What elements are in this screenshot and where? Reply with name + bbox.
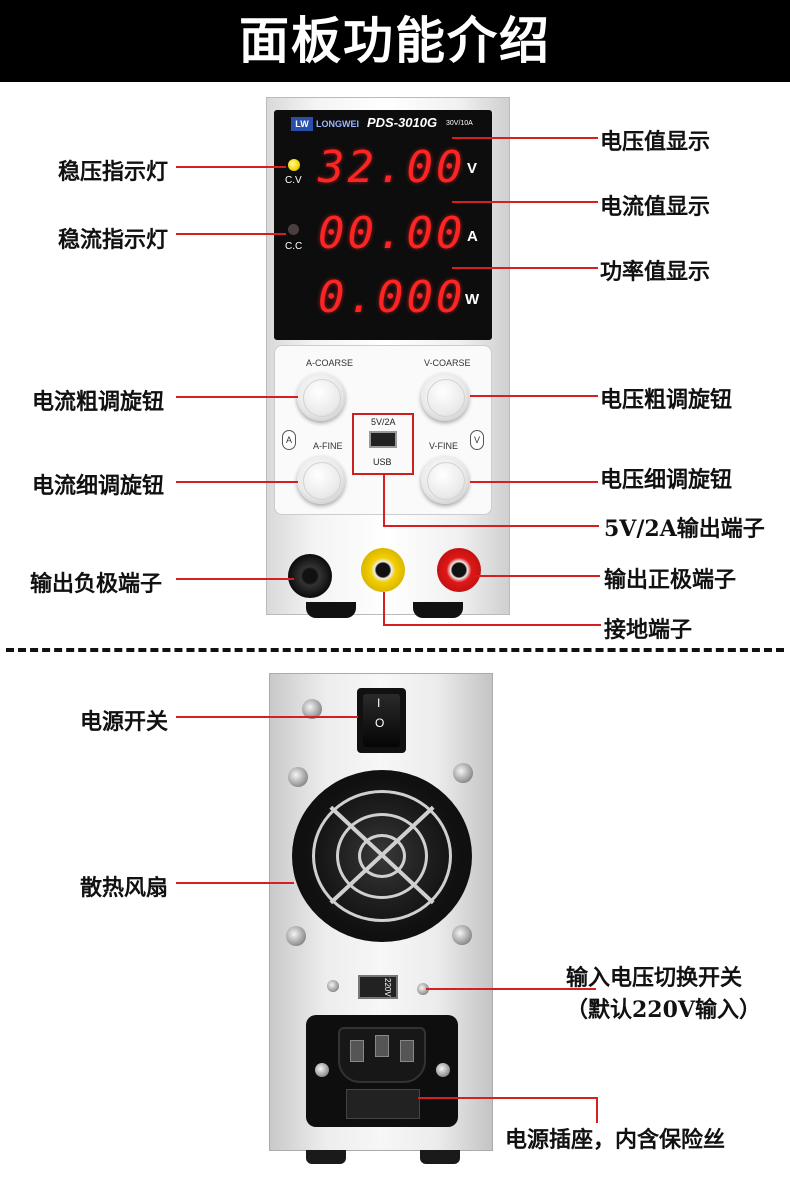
callout-ground-terminal: 接地端子 — [604, 617, 693, 643]
v-fine-label: V-FINE — [429, 441, 459, 451]
current-unit: A — [467, 228, 478, 245]
callout-current-display: 电流值显示 — [600, 194, 711, 220]
socket-screw-right — [436, 1063, 450, 1077]
display-panel — [274, 110, 492, 340]
voltage-selector-label: 220V — [383, 978, 392, 997]
voltage-fine-knob[interactable] — [421, 456, 469, 504]
current-readout: 00.00 — [318, 208, 466, 259]
power-readout: 0.000 — [318, 272, 466, 323]
callout-cc-indicator: 稳流指示灯 — [58, 227, 169, 253]
leader-current-coarse — [176, 396, 298, 398]
inlet-pin-center — [375, 1035, 389, 1057]
leader-cv — [176, 166, 286, 168]
fan-guard-ring-outer — [312, 790, 452, 922]
inlet-pin-right — [400, 1040, 414, 1062]
callout-negative-terminal: 输出负极端子 — [30, 571, 163, 597]
cc-label: C.C — [285, 241, 303, 252]
fan-screw-br — [452, 925, 472, 945]
voltage-coarse-knob[interactable] — [421, 373, 469, 421]
voltage-unit: V — [467, 160, 478, 177]
inlet-pin-left — [350, 1040, 364, 1062]
fan-guard-ring-middle — [336, 813, 428, 899]
negative-terminal[interactable] — [288, 554, 332, 598]
leader-voltage-fine — [470, 481, 598, 483]
brand-logo: LW — [291, 117, 313, 131]
leader-usb-horizontal — [383, 525, 599, 527]
screw-top-left — [302, 699, 322, 719]
callout-cv-indicator: 稳压指示灯 — [58, 159, 169, 185]
section-divider — [6, 648, 784, 652]
model-number: PDS-3010G — [367, 115, 438, 130]
ground-terminal[interactable] — [361, 548, 405, 592]
leader-usb-vertical — [383, 475, 385, 527]
fan-guard-ring-inner — [358, 834, 406, 878]
usb-label: USB — [373, 457, 392, 467]
leader-socket-vertical — [596, 1097, 598, 1123]
leader-current-display — [452, 201, 598, 203]
fan-screw-tl — [288, 767, 308, 787]
leader-fan — [176, 882, 294, 884]
callout-fan: 散热风扇 — [80, 875, 169, 901]
fuse-drawer[interactable] — [346, 1089, 420, 1119]
voltage-selector-switch[interactable] — [358, 975, 398, 999]
switch-off-mark: O — [375, 716, 385, 730]
current-coarse-knob[interactable] — [297, 373, 345, 421]
callout-current-fine: 电流细调旋钮 — [32, 473, 165, 499]
fan-screw-tr — [453, 763, 473, 783]
rating-text: 30V/10A — [446, 120, 473, 127]
v-side-label: V — [470, 430, 484, 450]
power-switch-rocker — [363, 694, 400, 747]
cv-label: C.V — [285, 175, 302, 186]
leader-ground-vertical — [383, 592, 385, 626]
cc-led — [288, 224, 299, 235]
page-title: 面板功能介绍 — [239, 12, 551, 70]
rear-foot-right — [420, 1150, 460, 1164]
selector-screw-left — [327, 980, 339, 992]
selector-screw-right — [417, 983, 429, 995]
leader-current-fine — [176, 481, 298, 483]
leader-socket-horizontal — [418, 1097, 598, 1099]
usb-highlight — [352, 413, 414, 475]
callout-positive-terminal: 输出正极端子 — [604, 567, 737, 593]
switch-on-mark: I — [377, 696, 381, 710]
callout-power-display: 功率值显示 — [600, 259, 711, 285]
callout-power-socket: 电源插座，内含保险丝 — [505, 1127, 726, 1153]
leader-ground-horizontal — [383, 624, 601, 626]
current-fine-knob[interactable] — [297, 456, 345, 504]
brand-name: LONGWEI — [316, 119, 359, 129]
callout-voltage-selector-line2: （默认220V输入） — [566, 997, 761, 1023]
callout-power-switch: 电源开关 — [80, 709, 169, 735]
callout-usb-output: 5V/2A输出端子 — [604, 516, 765, 542]
front-foot-right — [413, 602, 463, 618]
callout-current-coarse: 电流粗调旋钮 — [32, 389, 165, 415]
leader-cc — [176, 233, 286, 235]
cv-led — [288, 159, 300, 171]
callout-voltage-fine: 电压细调旋钮 — [600, 467, 733, 493]
usb-rating: 5V/2A — [371, 417, 396, 427]
front-foot-left — [306, 602, 356, 618]
a-coarse-label: A-COARSE — [306, 358, 354, 368]
v-coarse-label: V-COARSE — [424, 358, 471, 368]
callout-voltage-selector-line1: 输入电压切换开关 — [566, 965, 743, 991]
callout-voltage-coarse: 电压粗调旋钮 — [600, 387, 733, 413]
rear-foot-left — [306, 1150, 346, 1164]
socket-screw-left — [315, 1063, 329, 1077]
usb-port[interactable] — [369, 431, 397, 448]
positive-terminal[interactable] — [437, 548, 481, 592]
fan-screw-bl — [286, 926, 306, 946]
leader-negative — [176, 578, 294, 580]
a-fine-label: A-FINE — [313, 441, 343, 451]
leader-positive — [474, 575, 600, 577]
callout-voltage-display: 电压值显示 — [600, 129, 711, 155]
header-bar: 面板功能介绍 — [0, 0, 790, 82]
leader-voltage-coarse — [470, 395, 598, 397]
leader-power-switch — [176, 716, 358, 718]
leader-voltage-selector — [426, 988, 596, 990]
leader-voltage-display — [452, 137, 598, 139]
power-unit: W — [465, 291, 480, 308]
leader-power-display — [452, 267, 598, 269]
a-side-label: A — [282, 430, 296, 450]
voltage-readout: 32.00 — [318, 142, 466, 193]
